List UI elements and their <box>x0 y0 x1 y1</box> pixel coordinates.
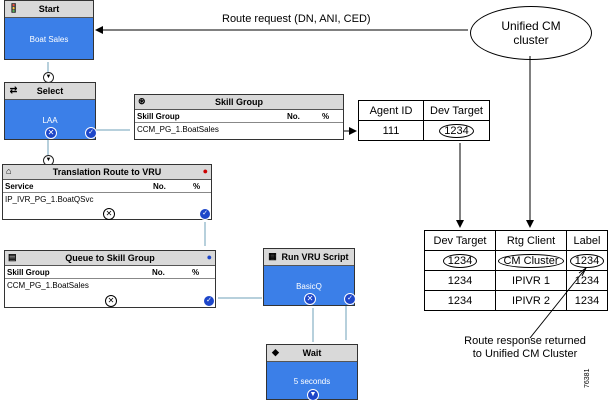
run-vru-body: BasicQ <box>296 281 322 291</box>
failure-x-icon: ✕ <box>105 295 117 307</box>
translation-row[interactable]: IP_IVR_PG_1.BoatQSvc <box>3 193 211 206</box>
agent-id-value: 111 <box>358 120 424 141</box>
route-cell: IPIVR 1 <box>495 270 567 291</box>
wait-title: Wait <box>302 348 322 358</box>
route-cell: 1234 <box>424 270 496 291</box>
translation-title: Translation Route to VRU <box>52 167 162 177</box>
queue-value: CCM_PG_1.BoatSales <box>7 281 89 290</box>
skill-group-node[interactable]: ⊛ Skill Group Skill Group No. % CCM_PG_1… <box>134 94 344 140</box>
run-vru-script-node[interactable]: ▦ Run VRU Script BasicQ ✕ ✓ <box>263 248 356 306</box>
table-row: 1234 CM Cluster 1234 <box>424 250 608 271</box>
success-check-icon: ✓ <box>85 127 97 139</box>
route-cell: 1234 <box>424 290 496 311</box>
table-row: 1234 IPIVR 2 1234 <box>424 290 608 311</box>
translation-col-no: No. <box>153 181 166 191</box>
route-table: Dev Target Rtg Client Label 1234 CM Clus… <box>424 230 608 311</box>
run-vru-title: Run VRU Script <box>281 252 349 262</box>
queue-title: Queue to Skill Group <box>65 253 155 263</box>
route-cell: 1234 <box>566 270 608 291</box>
queue-skill-group-node[interactable]: ▤ Queue to Skill Group ● Skill Group No.… <box>4 250 216 308</box>
unified-cm-cluster: Unified CM cluster <box>470 6 592 60</box>
select-node[interactable]: ⇄ Select LAA ✕ ✓ <box>4 82 97 140</box>
info-icon: ● <box>206 252 212 262</box>
skill-group-col-no: No. <box>287 111 300 121</box>
traffic-light-icon: 🚦 <box>8 3 20 13</box>
cluster-label: Unified CM cluster <box>501 19 561 47</box>
skill-group-row[interactable]: CCM_PG_1.BoatSales <box>135 123 343 136</box>
alert-icon: ● <box>202 166 208 176</box>
table-row: 1234 IPIVR 1 1234 <box>424 270 608 291</box>
start-node[interactable]: 🚦 Start Boat Sales <box>4 0 94 60</box>
translation-col-service: Service <box>5 181 34 191</box>
failure-x-icon: ✕ <box>304 293 316 305</box>
skill-group-col-label: Skill Group <box>137 111 180 121</box>
queue-col-no: No. <box>152 267 165 277</box>
route-cell: IPIVR 2 <box>495 290 567 311</box>
dev-target-header: Dev Target <box>423 100 490 121</box>
script-icon: ▦ <box>268 251 277 261</box>
route-cell: 1234 <box>442 253 478 268</box>
skill-group-value: CCM_PG_1.BoatSales <box>137 125 219 134</box>
route-cell: CM Cluster <box>498 253 564 268</box>
success-check-icon: ▼ <box>307 389 319 401</box>
queue-col-pct: % <box>192 267 200 277</box>
route-col-rtg-client: Rtg Client <box>495 230 567 251</box>
route-col-label: Label <box>566 230 608 251</box>
select-title: Select <box>36 86 64 96</box>
failure-x-icon: ✕ <box>103 208 115 220</box>
agent-table: Agent ID Dev Target 111 1234 <box>358 100 490 141</box>
failure-x-icon: ✕ <box>45 127 57 139</box>
route-response-line2: to Unified CM Cluster <box>472 348 578 360</box>
figure-id: 76381 <box>584 368 591 388</box>
dev-target-value: 1234 <box>439 123 474 138</box>
skill-group-col-pct: % <box>322 111 330 121</box>
queue-row[interactable]: CCM_PG_1.BoatSales <box>5 279 215 292</box>
skill-group-title: Skill Group <box>214 97 263 107</box>
queue-col-label: Skill Group <box>7 267 50 277</box>
translation-icon: ⌂ <box>6 166 12 176</box>
agent-id-header: Agent ID <box>358 100 424 121</box>
route-response-line1: Route response returned <box>464 335 586 347</box>
success-check-icon: ✓ <box>199 208 211 220</box>
select-icon: ⇄ <box>9 85 18 95</box>
queue-icon: ▤ <box>8 252 17 262</box>
success-check-icon: ✓ <box>203 295 215 307</box>
wait-node[interactable]: ◆ Wait 5 seconds ▼ <box>266 344 358 401</box>
route-cell: 1234 <box>569 253 605 268</box>
translation-col-pct: % <box>193 181 201 191</box>
translation-route-node[interactable]: ⌂ Translation Route to VRU ● Service No.… <box>2 164 212 220</box>
success-check-icon: ✓ <box>344 293 356 305</box>
start-body: Boat Sales <box>29 34 69 44</box>
route-response-label: Route response returned to Unified CM Cl… <box>450 335 600 361</box>
start-title: Start <box>38 4 60 14</box>
route-request-label: Route request (DN, ANI, CED) <box>222 13 371 25</box>
translation-value: IP_IVR_PG_1.BoatQSvc <box>5 195 94 204</box>
skill-group-icon: ⊛ <box>138 96 146 106</box>
wait-body: 5 seconds <box>293 376 331 386</box>
select-body: LAA <box>42 115 58 125</box>
route-cell: 1234 <box>566 290 608 311</box>
wait-icon: ◆ <box>272 347 279 357</box>
route-col-dev-target: Dev Target <box>424 230 496 251</box>
